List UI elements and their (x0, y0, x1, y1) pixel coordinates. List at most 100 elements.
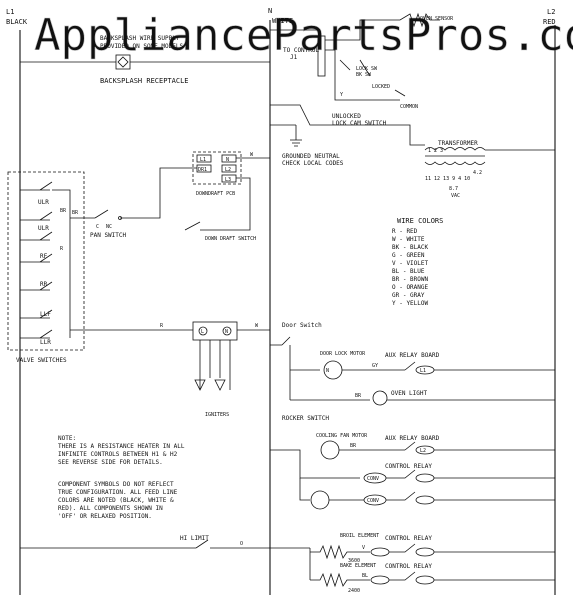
wire-code-y-igniter: R (160, 323, 164, 329)
wire-code-y-valve: R (60, 246, 64, 252)
broil-watts: 3600 (348, 558, 360, 564)
transformer-vac-unit: VAC (451, 193, 460, 199)
pcb-dr1-label: DR1 (198, 167, 207, 173)
wire-code-bl-bake: BL (362, 573, 368, 579)
note-line: INFINITE CONTROLS BETWEEN H1 & H2 (58, 451, 178, 458)
control-relay-label: CONTROL RELAY (385, 463, 432, 470)
n-label: N (268, 7, 272, 15)
backsplash-note-line-1: BACKSPLASH WIRE SUPPLY (100, 35, 180, 42)
door-lock-motor-mark: N (326, 368, 329, 374)
aux-relay-board-label: AUX RELAY BOARD (385, 352, 440, 359)
common-label: COMMON (400, 104, 418, 110)
note-line: 'OFF' OR RELAXED POSITION. (58, 513, 152, 520)
wire-color-item: BK - BLACK (392, 244, 429, 251)
valve-llr-label: LLR (40, 339, 51, 346)
backsplash-receptacle-label: BACKSPLASH RECEPTACLE (100, 77, 189, 85)
note-line: SEE REVERSE SIDE FOR DETAILS. (58, 459, 163, 466)
aux-relay-l2-label: L2 (420, 448, 426, 454)
control-relay-l1-terminal (415, 473, 435, 483)
l2-color-label: RED (543, 18, 556, 26)
down-draft-switch-label: DOWN DRAFT SWITCH (205, 236, 256, 242)
wire-color-item: Y - YELLOW (392, 300, 429, 307)
control-relay-l2-terminal (415, 495, 435, 505)
igniter-pin-n: N (225, 329, 228, 335)
ground-symbol (290, 125, 302, 147)
down-draft-switch-wire (200, 177, 251, 231)
wire-color-item: GR - GRAY (392, 292, 425, 299)
aux-relay-l1-label: L1 (420, 368, 426, 374)
wire-color-item: R - RED (392, 228, 418, 235)
wire-code-br-valve: BR (60, 208, 67, 214)
n-color-label: WHITE (272, 17, 293, 25)
wire-color-item: O - ORANGE (392, 284, 429, 291)
lock-switch-wire (325, 49, 400, 101)
pan-switch-nc-terminal (118, 216, 122, 220)
broil-relay-l1-terminal (415, 547, 435, 557)
igniter-terminal-l (198, 326, 208, 336)
pan-switch-wire (120, 167, 197, 219)
down-draft-switch-contact (184, 221, 201, 231)
igniters-label: IGNITERS (205, 412, 229, 418)
wire-code-bl-top: Y (340, 92, 343, 98)
lock-switch-contacts (339, 59, 371, 77)
wire-color-item: W - WHITE (392, 236, 425, 243)
wire-color-item: V - VIOLET (392, 260, 429, 267)
broil-element-symbol (310, 544, 370, 560)
control-relay-label-3: CONTROL RELAY (385, 563, 432, 570)
aux-relay-contact (404, 361, 416, 371)
backsplash-note-line-2: PROVIDED ON SOME MODELS (100, 43, 183, 50)
cooling-fan-motor-symbol (320, 440, 340, 460)
cooling-fan-feed (270, 449, 360, 479)
broil-relay-terminal (370, 547, 390, 557)
transformer-vac-2: 4.2 (473, 170, 482, 176)
door-lock-motor-label: DOOR LOCK MOTOR (320, 351, 366, 357)
note-line: RED). ALL COMPONENTS SHOWN IN (58, 505, 163, 512)
l1-label: L1 (6, 8, 14, 16)
wire-code-v-broil: V (362, 545, 365, 551)
pcb-n-label: N (226, 157, 229, 163)
rocker-switch-label: ROCKER SWITCH (282, 415, 329, 422)
wire-color-item: G - GREEN (392, 252, 425, 259)
igniter-module (192, 321, 238, 341)
transformer-taps-top: 1 2 3 (428, 148, 443, 154)
igniter-leads (199, 340, 231, 390)
igniter-terminal-n (222, 326, 232, 336)
lock-cam-switch-label: LOCK CAM SWITCH (332, 120, 387, 127)
watermark: AppliancePartsPros.com (34, 10, 573, 61)
neutral-to-transformer-wire (270, 104, 425, 146)
pan-switch-label: PAN SWITCH (90, 232, 127, 239)
wire-color-item: BR - BROWN (392, 276, 429, 283)
transformer-primary-coil (424, 147, 486, 151)
receptacle-diamond (117, 56, 129, 68)
wire-code-w-igniter: W (255, 323, 259, 329)
valve-switch-contacts (20, 181, 71, 339)
grounded-neutral-label: GROUNDED NEUTRAL (282, 153, 340, 160)
wire-code-br-fan: BR (350, 443, 357, 449)
hi-limit-label: HI LIMIT (180, 535, 209, 542)
pcb-terminal-l3 (221, 174, 237, 183)
pan-nc-label: NC (106, 224, 112, 230)
control-relay-contact-2 (386, 491, 416, 501)
convection-fan-feed (299, 478, 310, 501)
valve-llf-label: LLF (40, 311, 51, 318)
transformer-label: TRANSFORMER (438, 140, 478, 147)
bk-sw-label: BK SW (356, 72, 372, 78)
valve-switches-box (7, 171, 85, 351)
locked-label: LOCKED (372, 84, 390, 90)
l1-color-label: BLACK (6, 18, 28, 26)
oven-light-bulb-icon (372, 390, 388, 406)
cooling-fan-motor-label: COOLING FAN MOTOR (316, 433, 368, 439)
bake-element-label: BAKE ELEMENT (340, 563, 376, 569)
broil-relay-contact (389, 543, 416, 553)
j1-label: J1 (290, 54, 298, 61)
door-switch-label: Door Switch (282, 322, 322, 329)
lock-sw-label: LOCK SW (356, 66, 378, 72)
note-line: TRUE CONFIGURATION. ALL FEED LINE (58, 489, 178, 496)
igniter-pin-l: L (201, 329, 204, 335)
note-line: NOTE: (58, 435, 76, 442)
transformer-secondary-coil (424, 161, 486, 165)
valve-rr-label: RR (40, 281, 48, 288)
pan-switch-contact (94, 209, 109, 219)
aux-relay-contact-2 (404, 441, 416, 451)
transformer-vac-1: 8.7 (449, 186, 458, 192)
